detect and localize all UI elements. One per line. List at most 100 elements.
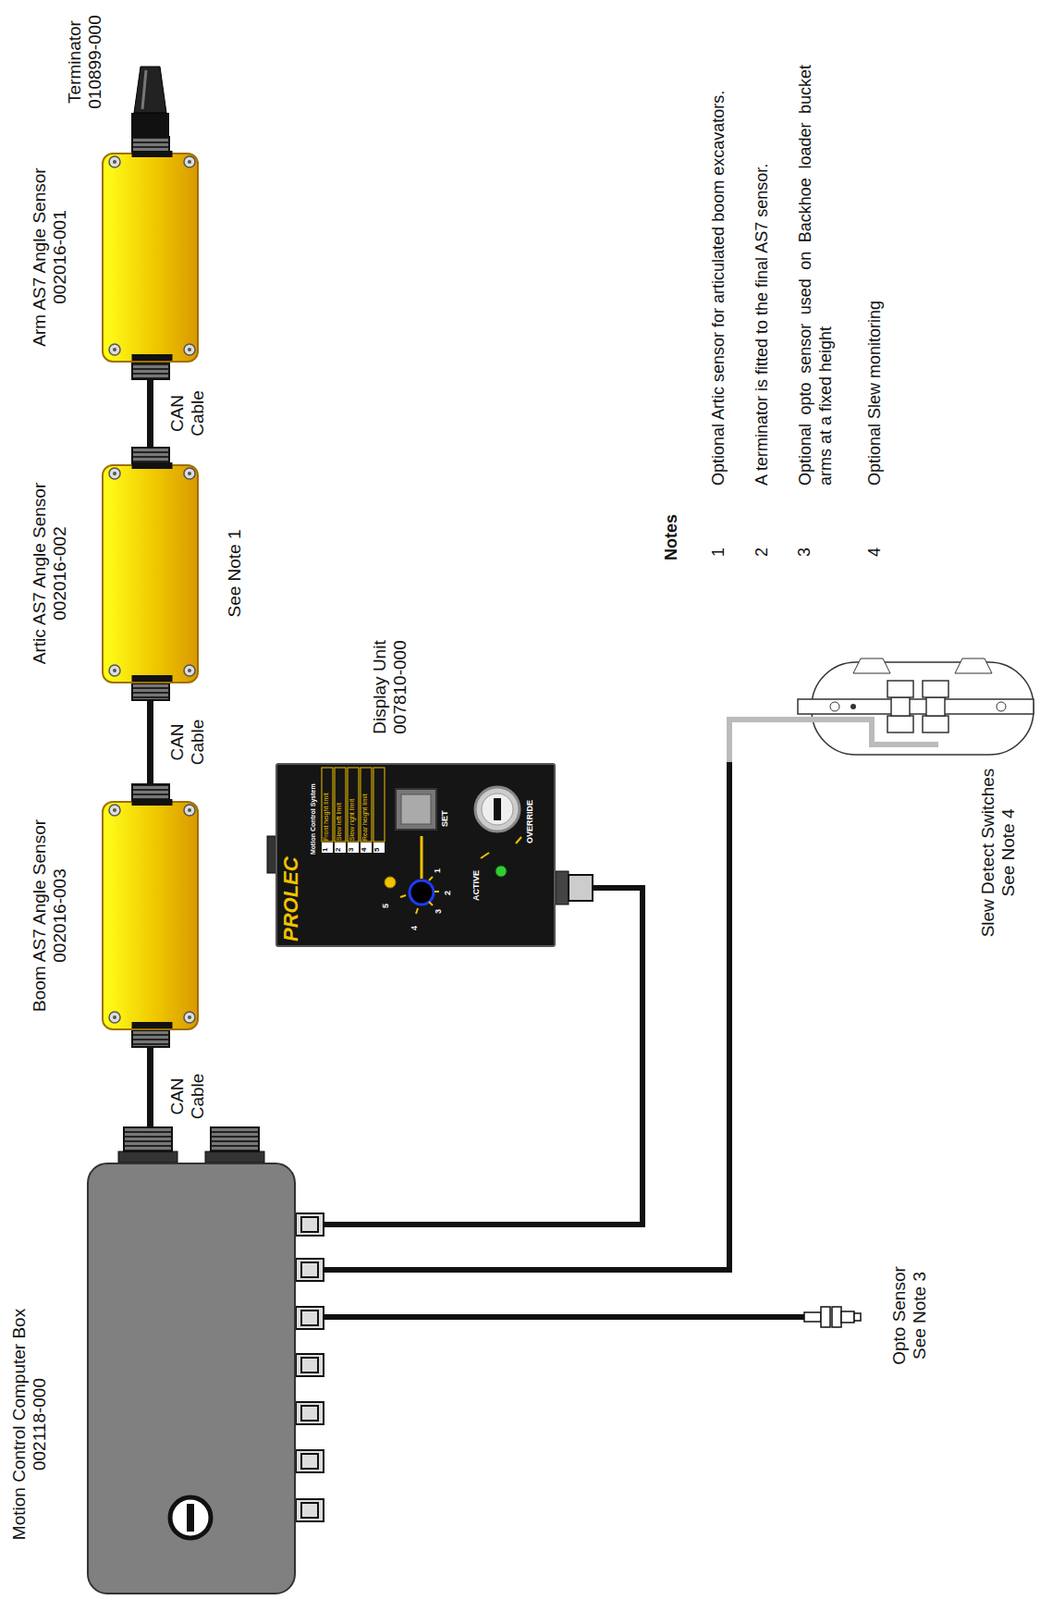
limit-number: 3 — [346, 847, 356, 852]
part-name: Opto Sensor — [889, 1252, 910, 1378]
label-block: Opto SensorSee Note 3 — [889, 1252, 930, 1378]
label-wrap: 2 — [442, 890, 453, 895]
label-block: Display Unit007810-000 — [369, 617, 411, 757]
label-wrap: 1 — [709, 547, 729, 557]
limit-name: Slew left limit — [334, 802, 343, 841]
key-label: OVERRIDE — [525, 799, 535, 844]
label-wrap: SET — [440, 809, 450, 827]
limit-name: Rear height limit — [360, 793, 369, 841]
opto-sensor-shape — [804, 1305, 862, 1328]
display-subtitle: Motion Control System — [308, 783, 318, 855]
cable-label: CAN Cable — [167, 1064, 208, 1129]
button-label: SET — [440, 809, 450, 827]
part-number: 002016-002 — [49, 434, 71, 712]
sensor-details — [103, 462, 201, 682]
label-wrap: 3 — [433, 908, 443, 914]
label-wrap: 5 — [372, 847, 382, 852]
cable — [146, 683, 154, 801]
box-glands — [118, 1126, 265, 1163]
dial-number: 3 — [433, 908, 443, 914]
label-wrap: OVERRIDE — [525, 799, 535, 844]
label-wrap: Optional Slew monitoring — [865, 300, 885, 486]
slew-detect-switches: Slew Detect SwitchesSee Note 4 — [723, 650, 1036, 762]
label-wrap: Rear height limit — [360, 793, 369, 841]
note-text: Optional Slew monitoring — [865, 300, 885, 486]
cable — [295, 1313, 805, 1320]
limit-name: Front height limit — [321, 792, 331, 841]
label-wrap: Optional Artic sensor for articulated bo… — [709, 90, 729, 486]
dial-number: 1 — [432, 868, 442, 873]
label-wrap: Slew right limit — [347, 798, 356, 841]
part-name: Arm AS7 Angle Sensor — [29, 118, 50, 396]
cable-label-text: CAN Cable — [167, 380, 208, 446]
notes-heading: Notes — [661, 513, 682, 561]
terminator: Terminator010899-000 — [129, 66, 172, 137]
cable-label-text: CAN Cable — [167, 709, 208, 775]
label-wrap: Notes — [661, 513, 682, 561]
slew-switch-plate — [723, 650, 1036, 762]
note-number: 4 — [865, 547, 885, 557]
part-number: 002016-001 — [49, 118, 71, 396]
label-block: Terminator010899-000 — [64, 3, 106, 121]
label-wrap: 4 — [409, 925, 419, 930]
display-face — [277, 760, 558, 945]
cable-label-text: CAN Cable — [167, 1064, 208, 1129]
computer-box: Motion Control Computer Box002118-000 — [86, 1162, 296, 1594]
part-number: See Note 4 — [998, 764, 1019, 941]
label-wrap: ACTIVE — [471, 869, 481, 901]
label-wrap: 3 — [346, 847, 356, 852]
label-wrap: 1 — [432, 868, 442, 873]
limit-number: 4 — [359, 847, 369, 852]
dial-number: 4 — [409, 925, 419, 930]
label-block: Slew Detect SwitchesSee Note 4 — [978, 764, 1019, 941]
note-reference: See Note 1 — [224, 503, 245, 643]
cable-label: CAN Cable — [167, 380, 208, 446]
sensor-details — [103, 150, 201, 361]
limit-number: 5 — [372, 847, 382, 852]
terminator-cap — [129, 66, 172, 137]
label-wrap: 4 — [865, 547, 885, 557]
label-wrap: 2 — [752, 547, 772, 557]
label-wrap: 2 — [333, 847, 343, 852]
cable-label: CAN Cable — [167, 709, 208, 775]
label-wrap: 3 — [795, 547, 815, 557]
label-wrap: Optional opto sensor used on Backhoe loa… — [795, 64, 836, 486]
limit-number: 2 — [333, 847, 343, 852]
angle-sensor: Boom AS7 Angle Sensor002016-003 — [101, 800, 199, 1030]
sensor-details — [103, 798, 201, 1028]
key-lock — [88, 1160, 298, 1592]
part-name: See Note 1 — [224, 503, 245, 643]
limit-name: Slew right limit — [347, 798, 356, 841]
label-block: Boom AS7 Angle Sensor002016-003 — [29, 776, 71, 1054]
part-name: Slew Detect Switches — [978, 764, 999, 941]
indicator-label: ACTIVE — [471, 869, 481, 901]
part-name: Motion Control Computer Box — [9, 1284, 30, 1563]
part-number: 002118-000 — [29, 1284, 50, 1563]
part-name: Artic AS7 Angle Sensor — [29, 434, 50, 712]
label-wrap: 4 — [359, 847, 369, 852]
part-name: Boom AS7 Angle Sensor — [29, 776, 50, 1054]
part-number: See Note 3 — [909, 1252, 930, 1378]
note-text: Optional opto sensor used on Backhoe loa… — [795, 64, 836, 486]
dial-number: 5 — [380, 903, 391, 908]
dial-number: 2 — [442, 890, 453, 895]
box-ports — [295, 1212, 324, 1521]
note-number: 1 — [709, 547, 729, 557]
label-block: Motion Control Computer Box002118-000 — [9, 1284, 50, 1563]
part-number: 010899-000 — [85, 3, 106, 121]
label-wrap: 1 — [320, 847, 331, 852]
label-block: Artic AS7 Angle Sensor002016-002 — [29, 434, 71, 712]
display-unit: Display Unit007810-000 — [275, 762, 556, 947]
note-text: Optional Artic sensor for articulated bo… — [709, 90, 729, 486]
part-number: 002016-003 — [49, 776, 71, 1054]
label-wrap: Motion Control System — [308, 783, 318, 855]
label-wrap: 5 — [380, 903, 391, 908]
angle-sensor: Arm AS7 Angle Sensor002016-001 — [101, 152, 199, 363]
label-wrap: Front height limit — [321, 792, 331, 841]
note-number: 2 — [752, 547, 772, 557]
label-wrap: A terminator is fitted to the final AS7 … — [752, 163, 772, 486]
label-wrap: PROLEC — [279, 856, 304, 942]
opto-sensor: Opto SensorSee Note 3 — [804, 1305, 862, 1328]
limit-number: 1 — [320, 847, 331, 852]
